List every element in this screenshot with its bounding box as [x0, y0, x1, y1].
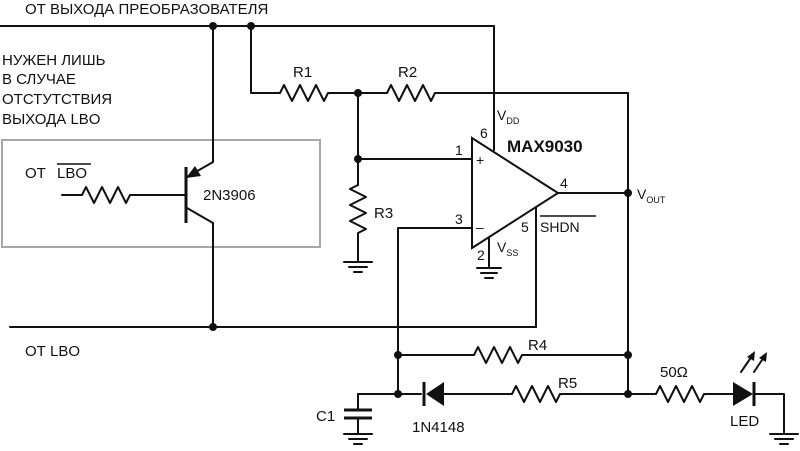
from-lbo-bar-prefix: ОТ — [25, 165, 46, 182]
minus-sign: – — [476, 219, 484, 235]
optional-circuit-box — [1, 139, 321, 248]
led-icon — [733, 382, 756, 406]
comparator-triangle — [471, 136, 560, 250]
pin-2-label: 2 — [477, 247, 485, 263]
led-label: LED — [730, 413, 759, 430]
r5-resistor — [443, 385, 629, 403]
vdd-label: VDD — [497, 107, 520, 126]
bottom-lbo-label: ОТ LBO — [25, 343, 80, 360]
c1-label: C1 — [316, 408, 335, 425]
pin-5-label: 5 — [521, 219, 529, 235]
ground-led-icon — [769, 433, 799, 445]
r3-label: R3 — [374, 205, 393, 222]
note-line-4: ВЫХОДА LBO — [2, 111, 100, 128]
transistor-label: 2N3906 — [203, 187, 256, 204]
resistor-50-ohm-label: 50Ω — [660, 364, 688, 381]
led-ground-wire — [754, 393, 785, 435]
plus-sign: + — [476, 152, 484, 168]
resistor-50-ohm — [627, 385, 734, 403]
pin-1-label: 1 — [455, 142, 463, 158]
minus-input-wire — [397, 227, 473, 395]
diode-1n4148-icon — [422, 382, 444, 406]
top-input-label: ОТ ВЫХОДА ПРЕОБРАЗОВАТЕЛЯ — [25, 1, 268, 18]
ground-vss-icon — [476, 267, 502, 279]
vss-label: VSS — [497, 239, 518, 258]
r2-label: R2 — [398, 64, 417, 81]
pin-3-label: 3 — [455, 211, 463, 227]
pin-4-label: 4 — [560, 175, 568, 191]
note-line-3: ОТСТУТСТВИЯ — [2, 91, 112, 108]
r1-resistor — [250, 25, 359, 102]
note-line-2: В СЛУЧАЕ — [2, 71, 76, 88]
r5-label: R5 — [558, 375, 577, 392]
ground-r3-icon — [343, 261, 373, 273]
shdn-label: SHDN — [540, 219, 580, 235]
led-light-rays-icon — [740, 351, 767, 373]
from-lbo-bar-label: LBO — [57, 165, 87, 182]
pin-6-label: 6 — [480, 125, 488, 141]
diode-label: 1N4148 — [412, 419, 465, 436]
capacitor-c1-icon — [344, 408, 372, 420]
vout-label: VOUT — [637, 186, 666, 205]
ic-part-label: MAX9030 — [507, 137, 583, 156]
r3-resistor — [349, 184, 367, 263]
r4-label: R4 — [528, 337, 547, 354]
note-line-1: НУЖЕН ЛИШЬ — [2, 52, 106, 69]
transistor-collector — [186, 207, 214, 224]
transistor-arrow-icon — [186, 166, 201, 178]
junction-lbo-collector — [209, 323, 217, 331]
r2-resistor — [357, 84, 629, 102]
ground-c1-icon — [343, 433, 373, 445]
r4-resistor — [397, 346, 629, 364]
r1-label: R1 — [293, 64, 312, 81]
base-resistor — [61, 186, 187, 204]
